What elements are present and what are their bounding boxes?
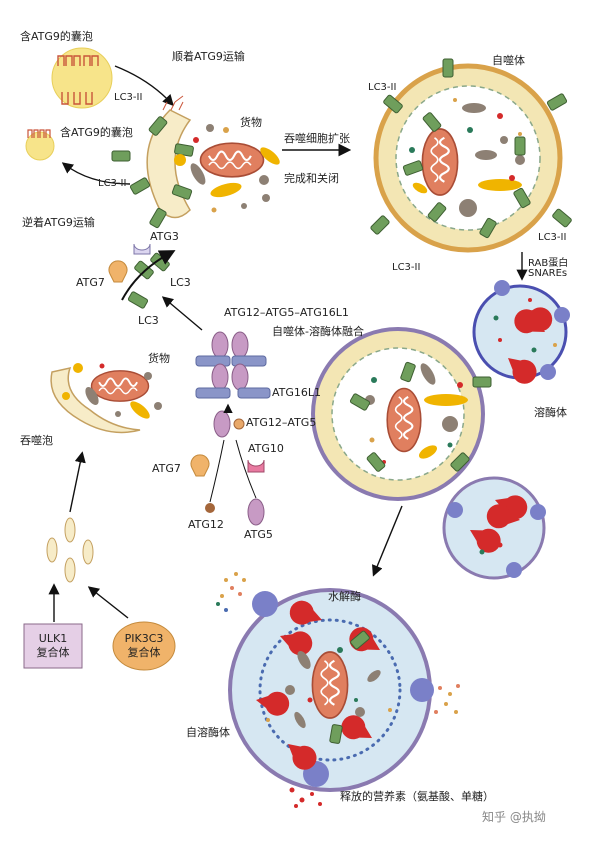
expansion-label: 吞噬细胞扩张 [284, 132, 350, 145]
pik3c3-complex [112, 621, 176, 671]
phagophore-expanding [111, 95, 195, 229]
atg5-line [235, 439, 257, 499]
autophagosome-label: 自噬体 [492, 54, 525, 67]
phagophore-label: 吞噬泡 [20, 434, 53, 447]
lc3-label-2: LC3 [138, 314, 159, 327]
autolysosome-label: 自溶酶体 [186, 726, 230, 739]
atg10-label: ATG10 [248, 442, 284, 455]
atg7-label-top: ATG7 [76, 276, 105, 289]
to-lc3-arrow [161, 296, 203, 331]
ulk1-line1: ULK1 [38, 632, 68, 645]
anterograde-label: 顺着ATG9运输 [172, 50, 245, 63]
pik3c3-line2: 复合体 [127, 646, 161, 659]
cargo-label-top: 货物 [240, 116, 262, 129]
hydrolase-label: 水解酶 [328, 590, 361, 603]
snares-label: SNAREs [528, 268, 568, 279]
to-autolysosome-arrow [372, 505, 403, 577]
lc3-conjugation-arrow [121, 250, 176, 301]
autophagosome-lysosome-fusion [311, 327, 546, 580]
atg5-label: ATG5 [244, 528, 273, 541]
anterograde-arrow [114, 65, 174, 107]
fusion-label: 自噬体-溶酶体融合 [272, 325, 364, 338]
lc3-label-1: LC3 [170, 276, 191, 289]
phagophore-left [50, 363, 162, 434]
atg9-vesicle-label: 含ATG9的囊泡 [20, 30, 93, 43]
lc3-processing [108, 243, 171, 310]
retrograde-label: 逆着ATG9运输 [22, 216, 95, 229]
atg-conjugation [190, 331, 271, 526]
atg12-atg5-label: ATG12–ATG5 [246, 416, 317, 429]
watermark: 知乎 @执拗 [482, 810, 546, 824]
autolysosome [228, 588, 434, 792]
ulk1-complex [23, 623, 83, 669]
rab-label: RAB蛋白 [528, 258, 569, 269]
atg12-label: ATG12 [188, 518, 224, 531]
isolation-membrane-fragments [46, 517, 94, 583]
lysosome-label: 溶酶体 [534, 406, 567, 419]
atg12-line [209, 439, 225, 503]
lc3-ii-label-4: LC3-II [538, 232, 567, 243]
atg16l1-label: ATG16L1 [272, 386, 322, 399]
pik3c3-complex-label: PIK3C3 复合体 [113, 632, 175, 660]
cargo-label-left: 货物 [148, 352, 170, 365]
retrograde-arrow [61, 162, 131, 185]
pik3c3-line1: PIK3C3 [124, 632, 164, 645]
released-nutrients [216, 572, 460, 808]
atg3-label: ATG3 [150, 230, 179, 243]
atg9-vesicle-small [25, 129, 55, 161]
atg7-label-mid: ATG7 [152, 462, 181, 475]
nutrients-label: 释放的营养素（氨基酸、单糖） [340, 790, 494, 803]
completion-label: 完成和关闭 [284, 172, 339, 185]
lc3-ii-label-2: LC3-II [98, 178, 127, 189]
atg9-vesicle-large [51, 47, 113, 109]
ulk1-line2: 复合体 [36, 646, 70, 659]
atg9-vesicle-label-2: 含ATG9的囊泡 [60, 126, 133, 139]
autophagosome [369, 58, 573, 253]
ulk1-complex-label: ULK1 复合体 [24, 632, 82, 660]
atg12-atg5-atg16l1-label: ATG12–ATG5–ATG16L1 [224, 306, 349, 319]
pik3c3-arrow [87, 586, 129, 619]
lc3-ii-label-1: LC3-II [114, 92, 143, 103]
phagophore-arrow [69, 451, 86, 513]
cargo-top [174, 124, 280, 213]
lc3-ii-label-3: LC3-II [368, 82, 397, 93]
lysosome-upper [472, 280, 570, 389]
lc3-ii-label-5: LC3-II [392, 262, 421, 273]
